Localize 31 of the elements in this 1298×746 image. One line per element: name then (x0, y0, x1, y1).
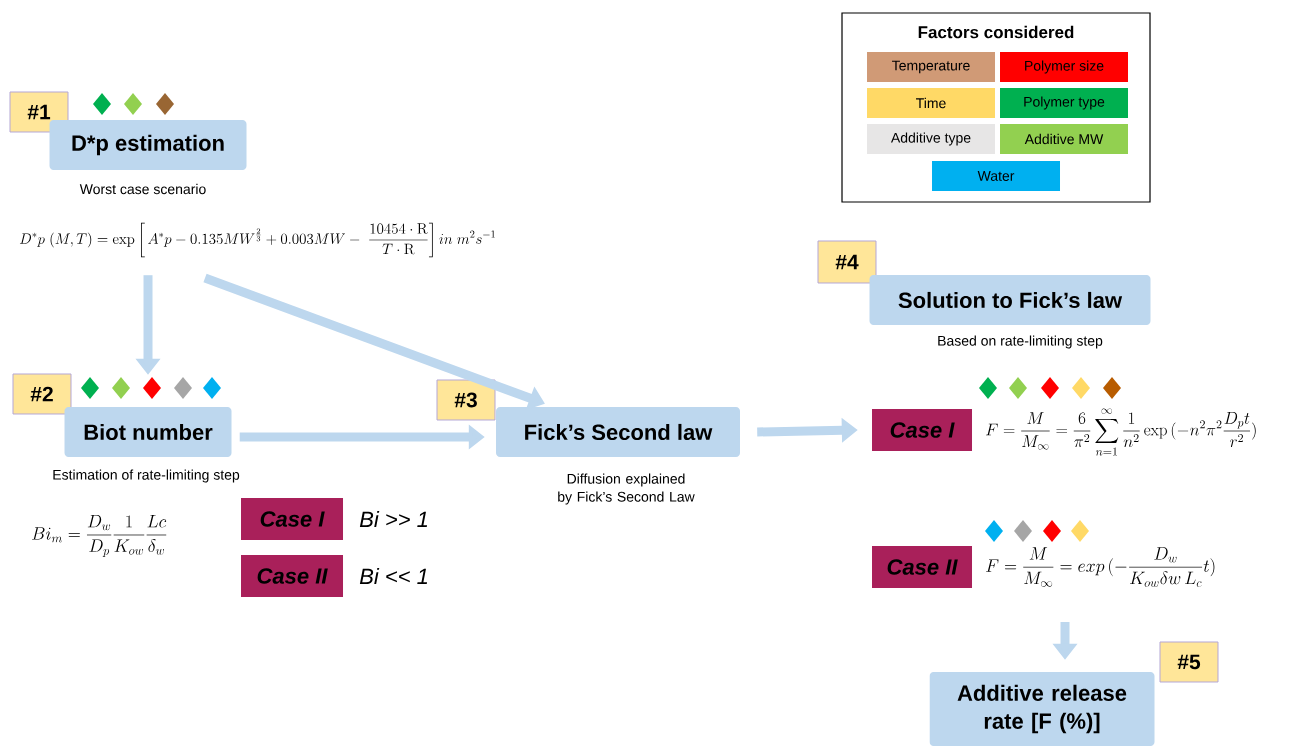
legend-item: Time (867, 88, 995, 118)
condition-text: Bi << 1 (359, 568, 428, 584)
legend-item: Temperature (867, 52, 995, 82)
formula: $Bi_{m} = \frac{D_{w}}{D_{p}}\frac{1}{K_{ow}}\frac{Lc}{\delta_{w}}$ (32, 515, 167, 557)
caption-text: Diffusion explained by Fick’s Second Law (558, 473, 695, 505)
process-box: D*p estimation (49, 120, 247, 170)
case-label: Case II (872, 546, 972, 588)
case-label: Case I (241, 498, 343, 540)
step-number-badge: #3 (436, 379, 496, 421)
process-box: Solution to Fick’s law (869, 275, 1151, 325)
process-box: Fick’s Second law (496, 407, 740, 457)
caption-text: Based on rate-limiting step (938, 335, 1103, 349)
legend-item: Water (932, 161, 1060, 191)
step-number-badge: #4 (817, 240, 877, 284)
formula: $F = \frac{M}{M_{\infty}} = exp\,(-\frac{D_{w}}{K_{ow}\delta w\,L_{c}}t)$ (986, 547, 1215, 587)
caption-text: Worst case scenario (79, 183, 206, 195)
legend-item: Polymer size (1000, 52, 1128, 82)
formula: $F = \frac{M}{M_{\infty}} = \frac{6}{\pi^{2}}\sum_{n=1}^{\infty}\frac{1}{n^{2}}\exp\,(-n^{2}\pi^{2}\frac{D_{p}t}{r^{2}})$ (986, 408, 1256, 456)
case-label: Case I (872, 409, 972, 451)
case-label: Case II (241, 555, 343, 597)
legend-item: Additive MW (1000, 124, 1128, 154)
legend-item: Additive type (867, 124, 995, 154)
legend-item: Polymer type (1000, 88, 1128, 118)
process-box: Biot number (64, 407, 232, 457)
step-number-badge: #2 (12, 373, 72, 415)
formula: $D^{*}p\ (M,T) = \exp\left[\,A^{*}p - 0.135MW^{\frac{2}{3}} + 0.003MW - \ \frac{10454\cdot \mathrm{R}}{T\cdot \mathrm{R}}\right] in\ m^{2}s^{-1}$ (19, 222, 495, 258)
condition-text: Bi >> 1 (359, 511, 428, 527)
step-number-badge: #1 (9, 91, 69, 133)
process-box: Additive release rate [F (%)] (929, 672, 1155, 746)
caption-text: Estimation of rate-limiting step (53, 469, 240, 483)
step-number-badge: #5 (1159, 641, 1219, 683)
